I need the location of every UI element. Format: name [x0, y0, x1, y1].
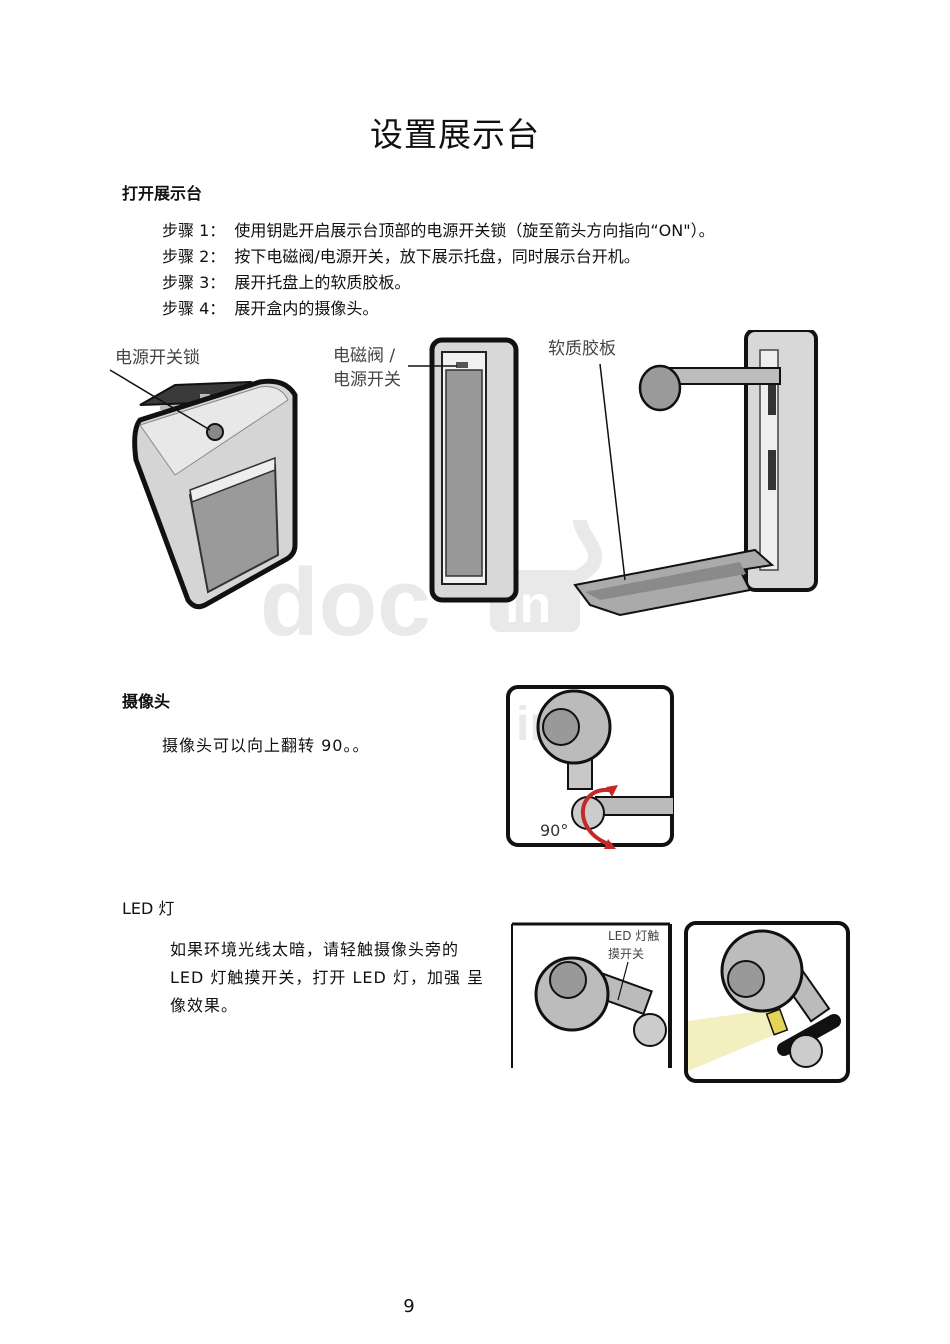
step-text: 展开盒内的摄像头。 [234, 299, 379, 318]
watermark-text: doc [260, 549, 431, 650]
open-stand-device [573, 330, 818, 617]
led-description-line1: 如果环境光线太暗，请轻触摄像头旁的 [170, 940, 460, 959]
solenoid-switch-icon [456, 362, 468, 368]
led-switch-figure: LED 灯触 摸开关 [511, 922, 672, 1068]
pointer-line [599, 363, 626, 581]
light-beam [688, 1009, 784, 1071]
closed-stand-device [109, 369, 298, 610]
pointer-line [617, 961, 629, 1001]
callout-solenoid: 电磁阀 / 电源开关 [333, 344, 401, 392]
step-4: 步骤 4： 展开盒内的摄像头。 [162, 296, 378, 322]
upright-stand-device [408, 337, 519, 603]
angle-label: 90° [540, 821, 568, 840]
camera-rotation-figure: in 90° [506, 685, 674, 849]
step-label: 步骤 4： [162, 299, 226, 318]
led-callout-line1: LED 灯触 [608, 929, 659, 943]
callout-solenoid-line2: 电源开关 [333, 370, 401, 390]
led-callout-line2: 摸开关 [608, 947, 644, 961]
step-3: 步骤 3： 展开托盘上的软质胶板。 [162, 270, 410, 296]
step-1: 步骤 1： 使用钥匙开启展示台顶部的电源开关锁（旋至箭头方向指向“ON"）。 [162, 218, 715, 244]
led-description-line2: LED 灯触摸开关，打开 LED 灯，加强 呈 [170, 968, 485, 987]
callout-power-lock: 电源开关锁 [115, 348, 200, 368]
section-heading-camera: 摄像头 [122, 692, 171, 711]
page-title: 设置展示台 [370, 115, 540, 154]
step-text: 使用钥匙开启展示台顶部的电源开关锁（旋至箭头方向指向“ON"）。 [234, 221, 715, 240]
step-text: 按下电磁阀/电源开关，放下展示托盘，同时展示台开机。 [234, 247, 640, 266]
step-2: 步骤 2： 按下电磁阀/电源开关，放下展示托盘，同时展示台开机。 [162, 244, 640, 270]
key-lock-icon [206, 423, 224, 441]
stand-setup-illustration: doc in [109, 330, 818, 650]
step-text: 展开托盘上的软质胶板。 [234, 273, 411, 292]
section-heading-led: LED 灯 [122, 899, 175, 918]
section-heading-open: 打开展示台 [122, 184, 203, 203]
step-label: 步骤 3： [162, 273, 226, 292]
camera-head-icon [638, 364, 682, 412]
led-on-figure [684, 921, 850, 1083]
led-description-line3: 像效果。 [170, 996, 239, 1015]
camera-description: 摄像头可以向上翻转 90。。 [162, 736, 370, 755]
led-description: 如果环境光线太暗，请轻触摄像头旁的 LED 灯触摸开关，打开 LED 灯，加强 … [170, 936, 500, 1020]
page-number: 9 [403, 1296, 415, 1317]
rotate-arrow-icon [580, 787, 615, 847]
led-lamp-icon [765, 1008, 789, 1036]
callout-solenoid-line1: 电磁阀 / [333, 346, 396, 366]
step-label: 步骤 1： [162, 221, 226, 240]
step-label: 步骤 2： [162, 247, 226, 266]
callout-soft-pad: 软质胶板 [548, 339, 616, 359]
pointer-line [109, 369, 211, 431]
doc88-watermark: doc in [260, 518, 603, 650]
